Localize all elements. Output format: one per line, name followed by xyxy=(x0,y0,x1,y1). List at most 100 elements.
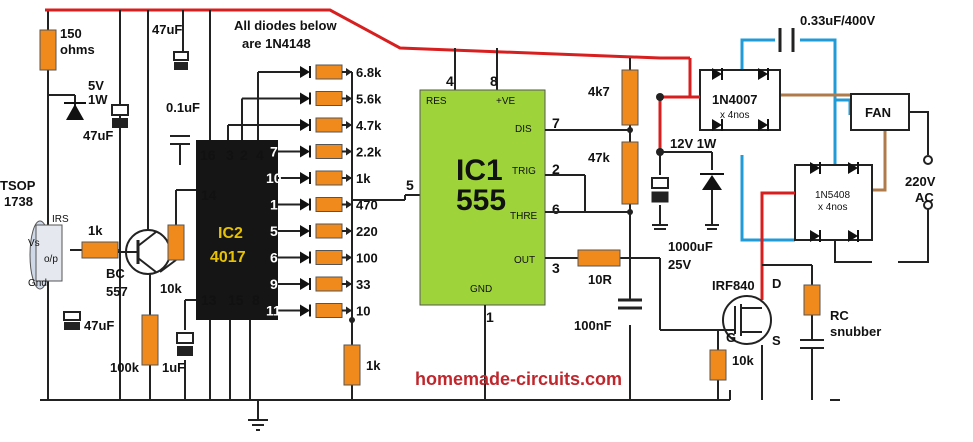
ladder-value-label: 100 xyxy=(356,251,378,266)
diodes-note-line2: are 1N4148 xyxy=(242,36,311,51)
label-47uf-top: 47uF xyxy=(83,128,113,143)
zener-5v-icon xyxy=(66,104,84,120)
diode-1n4148-icon xyxy=(299,144,311,159)
label-10k-gate: 10k xyxy=(732,353,754,368)
ic2-output-pin-label: 1 xyxy=(270,197,278,213)
diode-1n4148-icon xyxy=(299,91,311,106)
pin-trig-label: TRIG xyxy=(512,166,536,177)
supply-red-right xyxy=(658,58,692,150)
label-ohms: ohms xyxy=(60,42,95,57)
ladder-resistor xyxy=(315,117,343,133)
diode-1n4148-icon xyxy=(299,250,311,265)
rc-snubber-resistor xyxy=(803,284,821,316)
ic1-pin-1: 1 xyxy=(486,309,494,325)
pin-res-label: RES xyxy=(426,96,447,107)
label-snubber: snubber xyxy=(830,324,881,339)
ladder-value-label: 33 xyxy=(356,277,370,292)
label-0.1uf: 0.1uF xyxy=(166,100,200,115)
capacitor-0.1uf xyxy=(170,135,190,165)
bridge-1n5408 xyxy=(794,161,873,243)
pin-gnd-label: GND xyxy=(470,284,492,295)
ic2-pin-8: 8 xyxy=(252,292,260,308)
ic1-pin-8: 8 xyxy=(490,73,498,89)
label-1n5408: 1N5408 xyxy=(815,190,850,201)
website-watermark: homemade-circuits.com xyxy=(415,369,622,389)
ic1-part: 555 xyxy=(456,184,506,217)
ladder-row: 2.2k7 xyxy=(270,144,382,160)
ac-terminal-top xyxy=(923,155,933,165)
pin-dis-label: DIS xyxy=(515,124,532,135)
label-vs: Vs xyxy=(28,238,40,249)
zener-12v-icon xyxy=(702,175,722,190)
ic2-part: 4017 xyxy=(210,249,246,266)
ic1-pin-3: 3 xyxy=(552,260,560,276)
zener12-wires xyxy=(652,151,719,230)
ladder-row: 4.7k xyxy=(227,117,382,140)
label-ac: AC xyxy=(915,190,934,205)
label-d: D xyxy=(772,276,781,291)
label-10k-left: 10k xyxy=(160,281,182,296)
ladder-resistor xyxy=(315,223,343,239)
resistor-10k-left xyxy=(167,224,185,261)
label-1k-input: 1k xyxy=(88,223,103,238)
fan-box: FAN xyxy=(850,93,910,131)
label-0.33uf: 0.33uF/400V xyxy=(800,13,875,28)
label-1w: 1W xyxy=(88,92,108,107)
ic2-name: IC2 xyxy=(218,225,243,242)
label-g: G xyxy=(726,330,736,345)
mosfet-irf840 xyxy=(718,295,772,345)
label-gnd-sensor: Gnd xyxy=(28,278,47,289)
label-12v-1w: 12V 1W xyxy=(670,136,717,151)
ladder-row: 6.8k xyxy=(257,64,382,140)
ic2-pin-4: 4 xyxy=(256,147,264,163)
ic1-pin-6: 6 xyxy=(552,201,560,217)
capacitor-47uf-left xyxy=(63,311,81,321)
label-1n4007-count: x 4nos xyxy=(720,110,749,121)
resistor-1k-bottom xyxy=(343,344,361,386)
ic1-pin-7: 7 xyxy=(552,115,560,131)
label-10r: 10R xyxy=(588,272,612,287)
ic1-name: IC1 xyxy=(456,154,503,187)
pin-thre-label: THRE xyxy=(510,211,538,222)
resistor-150-ohms xyxy=(39,29,57,71)
label-220v: 220V xyxy=(905,174,936,189)
resistor-100k xyxy=(141,314,159,366)
label-1n4007: 1N4007 xyxy=(712,92,758,107)
label-1k-bottom: 1k xyxy=(366,358,381,373)
diode-1n4148-icon xyxy=(299,277,311,291)
mosfet-wires xyxy=(717,264,824,400)
supply-rail-black xyxy=(119,10,631,160)
ladder-resistor xyxy=(315,250,343,265)
ic2-pin-2: 2 xyxy=(240,147,248,163)
ac-terminal-bottom xyxy=(923,200,933,210)
label-irs: IRS xyxy=(52,214,69,225)
label-100nf: 100nF xyxy=(574,318,612,333)
diodes-note-line1: All diodes below xyxy=(234,18,337,33)
capacitor-47uf-top xyxy=(111,104,129,116)
ic2-output-pin-label: 10 xyxy=(266,170,282,186)
label-1n5408-count: x 4nos xyxy=(818,202,847,213)
diode-1n4148-icon xyxy=(299,197,311,212)
diode-1n4148-icon xyxy=(299,118,311,132)
label-100k: 100k xyxy=(110,360,140,375)
ladder-resistor xyxy=(315,64,343,80)
ac-input-wires xyxy=(834,111,929,263)
resistor-1k-input xyxy=(81,241,119,259)
ladder-value-label: 10 xyxy=(356,304,370,319)
label-5v: 5V xyxy=(88,78,104,93)
ic1-555: IC1 555 RES +VE DIS TRIG THRE OUT GND xyxy=(419,89,546,306)
label-irf840: IRF840 xyxy=(712,278,755,293)
label-1uf: 1uF xyxy=(162,360,185,375)
ladder-value-label: 2.2k xyxy=(356,145,382,160)
ladder-value-label: 6.8k xyxy=(356,65,382,80)
ic2-pin-15: 15 xyxy=(228,292,244,308)
label-47uf-small: 47uF xyxy=(152,22,182,37)
ic2-output-pin-label: 6 xyxy=(270,250,278,266)
pin-out-label: OUT xyxy=(514,255,535,266)
fan-label: FAN xyxy=(865,105,891,120)
diode-1n4148-icon xyxy=(299,65,311,79)
label-op: o/p xyxy=(44,254,58,265)
bridge-1n4007 xyxy=(690,67,781,132)
